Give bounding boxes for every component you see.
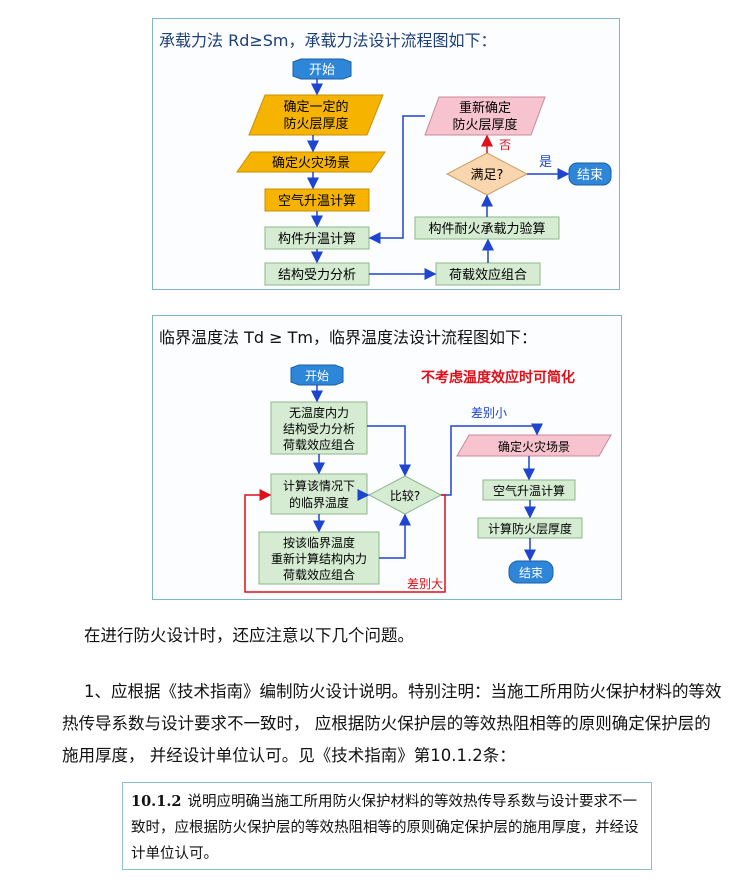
large-diff-label: 差别大 — [407, 577, 443, 591]
redetermine-line1: 重新确定 — [459, 100, 511, 116]
figure2-title: 临界温度法 Td ≥ Tm，临界温度法设计流程图如下： — [159, 328, 537, 347]
paragraph-intro: 在进行防火设计时，还应注意以下几个问题。 — [84, 626, 414, 645]
start-text-2: 开始 — [305, 369, 329, 383]
box2-line2: 的临界温度 — [289, 495, 349, 510]
flow-arrows — [307, 79, 570, 280]
box1-line2: 结构受力分析 — [283, 421, 355, 436]
start-text: 开始 — [309, 63, 335, 78]
satisfied-text: 满足? — [471, 168, 504, 183]
simplify-note: 不考虑温度效应时可简化 — [421, 369, 575, 386]
redetermine-node — [424, 96, 546, 136]
fire-scenario-text-2: 确定火灾场景 — [498, 439, 570, 454]
small-diff-label: 差别小 — [471, 406, 507, 420]
flowchart-load-capacity: 承载力法 Rd≥Sm，承载力法设计流程图如下： 开始 确定一定的 防火层厚度 确… — [152, 18, 620, 290]
fire-capacity-text: 构件耐火承载力验算 — [428, 221, 545, 237]
recalculate-box — [258, 531, 380, 585]
clause-text: 说明应明确当施工所用防火保护材料的等效热传导系数与设计要求不一致时，应根据防火保… — [131, 794, 639, 862]
air-temp-text: 空气升温计算 — [278, 193, 356, 209]
no-temp-force-box — [270, 401, 368, 455]
flowchart-critical-temperature: 临界温度法 Td ≥ Tm，临界温度法设计流程图如下： 开始 不考虑温度效应时可… — [152, 315, 622, 600]
box3-line3: 荷载效应组合 — [283, 567, 355, 582]
box1-line1: 无温度内力 — [289, 405, 349, 420]
air-temp-text-2: 空气升温计算 — [493, 483, 565, 498]
determine-thickness-line2: 防火层厚度 — [283, 116, 348, 132]
figure1-title: 承载力法 Rd≥Sm，承载力法设计流程图如下： — [159, 31, 497, 50]
flowchart1-svg: 开始 确定一定的 防火层厚度 确定火灾场景 空气升温计算 构件升温计算 结构受力… — [236, 58, 612, 286]
member-temp-text: 构件升温计算 — [278, 232, 356, 247]
large-diff-loop — [244, 489, 446, 593]
box3-line2: 重新计算结构内力 — [271, 551, 367, 566]
box3-line1: 按该临界温度 — [283, 535, 355, 550]
box1-line3: 荷载效应组合 — [283, 437, 355, 452]
determine-thickness-node — [248, 94, 384, 136]
fire-scenario-text: 确定火灾场景 — [272, 155, 350, 171]
no-label: 否 — [499, 138, 511, 152]
start-node-2 — [290, 364, 344, 386]
fire-scenario-node — [236, 151, 386, 173]
load-combination-text: 荷载效应组合 — [449, 267, 527, 283]
start-node — [292, 58, 352, 80]
redetermine-line2: 防火层厚度 — [452, 117, 517, 133]
clause-number: 10.1.2 — [131, 793, 182, 810]
end-text-2: 结束 — [519, 566, 543, 580]
structural-analysis-text: 结构受力分析 — [278, 268, 356, 283]
compare-text: 比较? — [390, 488, 420, 503]
thickness-text: 计算防火层厚度 — [488, 521, 572, 536]
yes-label: 是 — [539, 155, 552, 170]
paragraph-item-1-text: 1、应根据《技术指南》编制防火设计说明。特别注明：当施工所用防火保护材料的等效热… — [62, 682, 722, 765]
flow-arrows-2 — [311, 385, 543, 562]
end-text: 结束 — [577, 168, 603, 183]
flowchart2-svg: 开始 不考虑温度效应时可简化 无温度内力 结构受力分析 荷载效应组合 计算该情况… — [244, 364, 612, 593]
fire-scenario-node-2 — [456, 434, 612, 457]
box2-line1: 计算该情况下 — [283, 478, 355, 493]
paragraph-item-1: 1、应根据《技术指南》编制防火设计说明。特别注明：当施工所用防火保护材料的等效热… — [62, 676, 722, 772]
determine-thickness-line1: 确定一定的 — [283, 99, 348, 115]
